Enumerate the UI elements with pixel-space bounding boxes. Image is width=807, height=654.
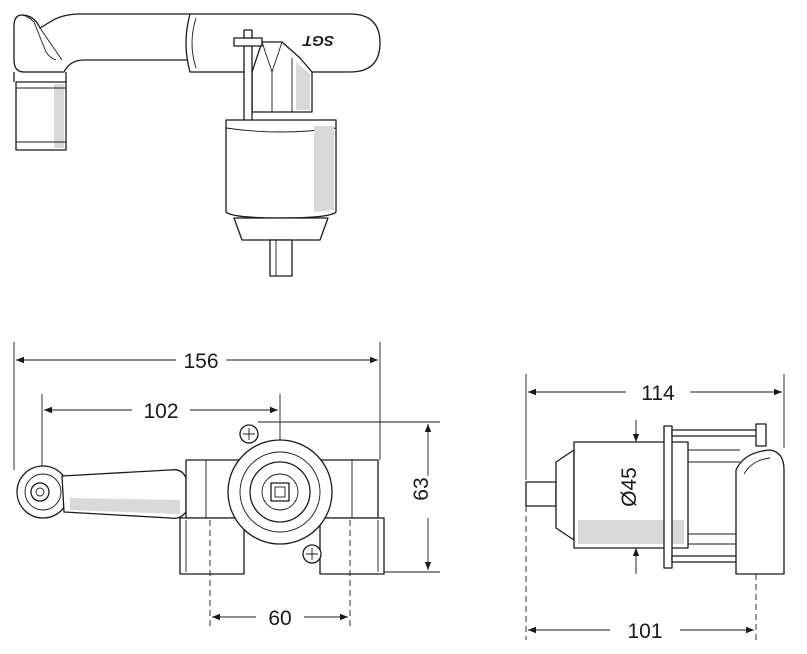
side-spindle — [525, 481, 557, 507]
dim-body-diameter: Ø45 — [618, 467, 641, 507]
dim-side-depth: 114 — [641, 382, 675, 405]
dimension-lines: 156 102 63 60 114 Ø45 101 — [13, 342, 785, 643]
spindle — [269, 239, 293, 277]
side-nut — [555, 449, 575, 541]
side-view — [525, 423, 785, 575]
dim-overall-width: 156 — [183, 350, 218, 373]
outlet-elbow — [13, 13, 191, 73]
top-view: SGT — [13, 13, 381, 277]
mounting-frame — [663, 425, 673, 569]
front-view — [16, 424, 385, 575]
dim-side-depth-inner: 101 — [627, 620, 662, 643]
spout — [15, 81, 67, 151]
spindle-square — [270, 482, 290, 502]
cartridge-nut — [233, 217, 329, 241]
brand-marking: SGT — [301, 32, 334, 49]
dim-inlet-spacing: 60 — [268, 607, 291, 630]
inlet-leg-right — [319, 517, 385, 575]
inlet-leg-left — [179, 517, 245, 575]
side-elbow — [735, 449, 785, 575]
dim-outlet-to-center: 102 — [143, 400, 178, 423]
dim-height: 63 — [410, 477, 433, 500]
tee-screw — [233, 37, 263, 47]
